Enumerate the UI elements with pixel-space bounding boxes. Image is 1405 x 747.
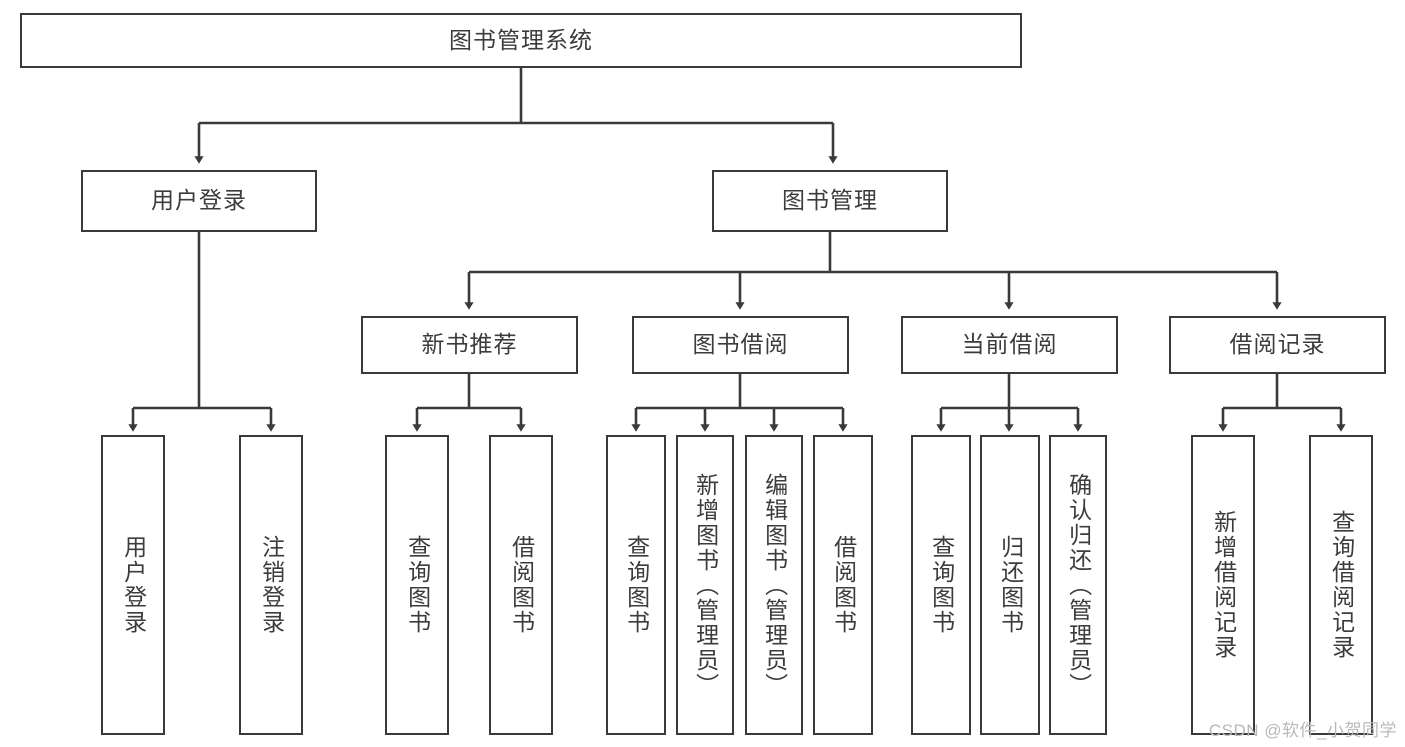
leaf-borrow-record-query[interactable]: 查询借阅记录 — [1309, 435, 1373, 735]
node-root-label: 图书管理系统 — [449, 26, 593, 53]
leaf-book-borrow-add-label: 新增图书（管理员） — [692, 472, 719, 698]
leaf-current-borrow-confirm[interactable]: 确认归还（管理员） — [1049, 435, 1107, 735]
leaf-user-login-signin-label: 用户登录 — [120, 535, 147, 635]
node-current-borrow[interactable]: 当前借阅 — [901, 316, 1118, 374]
leaf-book-borrow-edit[interactable]: 编辑图书（管理员） — [745, 435, 803, 735]
leaf-current-borrow-confirm-label: 确认归还（管理员） — [1065, 472, 1092, 698]
node-user-login[interactable]: 用户登录 — [81, 170, 317, 232]
node-book-borrow-label: 图书借阅 — [692, 331, 789, 358]
leaf-new-book-query[interactable]: 查询图书 — [385, 435, 449, 735]
leaf-current-borrow-return-label: 归还图书 — [997, 535, 1024, 635]
leaf-current-borrow-query-label: 查询图书 — [928, 535, 955, 635]
node-book-management-label: 图书管理 — [782, 187, 878, 214]
leaf-book-borrow-edit-label: 编辑图书（管理员） — [761, 472, 788, 698]
leaf-new-book-query-label: 查询图书 — [404, 535, 431, 635]
node-borrow-record[interactable]: 借阅记录 — [1169, 316, 1386, 374]
node-borrow-record-label: 借阅记录 — [1229, 331, 1326, 358]
node-book-management[interactable]: 图书管理 — [712, 170, 948, 232]
leaf-current-borrow-query[interactable]: 查询图书 — [911, 435, 971, 735]
leaf-borrow-record-add-label: 新增借阅记录 — [1210, 510, 1237, 660]
leaf-current-borrow-return[interactable]: 归还图书 — [980, 435, 1040, 735]
leaf-borrow-record-query-label: 查询借阅记录 — [1328, 510, 1355, 660]
leaf-book-borrow-query-label: 查询图书 — [623, 535, 650, 635]
leaf-new-book-borrow[interactable]: 借阅图书 — [489, 435, 553, 735]
leaf-book-borrow-lend[interactable]: 借阅图书 — [813, 435, 873, 735]
node-new-book-recommend-label: 新书推荐 — [421, 331, 518, 358]
leaf-borrow-record-add[interactable]: 新增借阅记录 — [1191, 435, 1255, 735]
csdn-watermark: CSDN @软件_小贺同学 — [1208, 721, 1397, 740]
node-book-borrow[interactable]: 图书借阅 — [632, 316, 849, 374]
leaf-user-login-signout-label: 注销登录 — [258, 535, 285, 635]
node-current-borrow-label: 当前借阅 — [961, 331, 1058, 358]
leaf-new-book-borrow-label: 借阅图书 — [508, 535, 535, 635]
leaf-book-borrow-query[interactable]: 查询图书 — [606, 435, 666, 735]
leaf-user-login-signout[interactable]: 注销登录 — [239, 435, 303, 735]
node-user-login-label: 用户登录 — [151, 187, 247, 214]
node-new-book-recommend[interactable]: 新书推荐 — [361, 316, 578, 374]
leaf-user-login-signin[interactable]: 用户登录 — [101, 435, 165, 735]
node-root[interactable]: 图书管理系统 — [20, 13, 1022, 68]
leaf-book-borrow-lend-label: 借阅图书 — [830, 535, 857, 635]
leaf-book-borrow-add[interactable]: 新增图书（管理员） — [676, 435, 734, 735]
